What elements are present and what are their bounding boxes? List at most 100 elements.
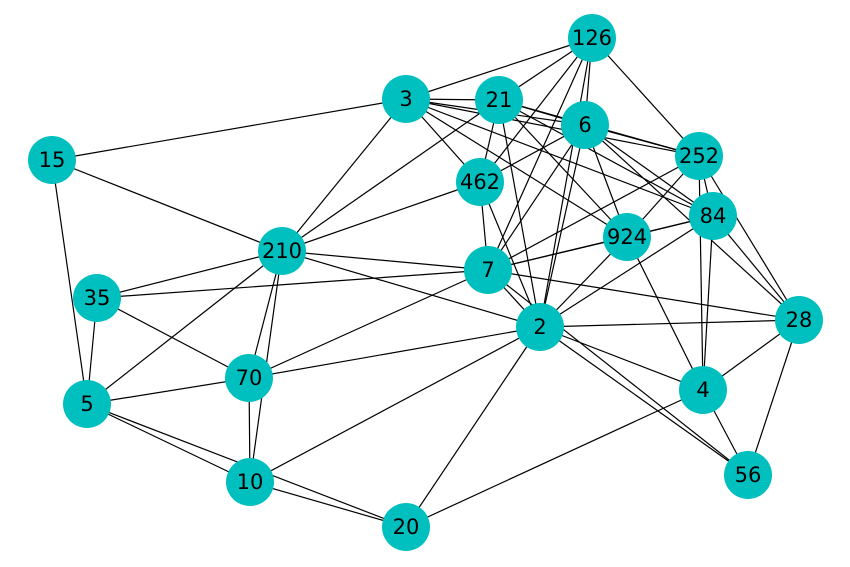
node-circle-35 (73, 274, 121, 322)
node-label-126: 126 (572, 26, 612, 50)
edge-70-5 (86, 377, 250, 405)
node-28: 28 (775, 296, 823, 344)
node-20: 20 (382, 503, 430, 551)
edge-126-2 (539, 37, 593, 328)
edge-2-10 (249, 326, 541, 483)
node-circle-84 (689, 192, 737, 240)
node-label-7: 7 (481, 258, 494, 282)
node-4: 4 (679, 366, 727, 414)
edge-21-924 (498, 99, 628, 238)
node-84: 84 (689, 192, 737, 240)
node-circle-15 (28, 136, 76, 184)
node-label-924: 924 (607, 225, 647, 249)
node-label-2: 2 (533, 315, 546, 339)
node-circle-4 (679, 366, 727, 414)
node-circle-56 (724, 451, 772, 499)
node-10: 10 (226, 458, 274, 506)
node-circle-7 (464, 246, 512, 294)
edge-210-5 (86, 250, 283, 405)
edge-56-7 (487, 269, 749, 476)
node-label-3: 3 (399, 87, 412, 111)
node-21: 21 (475, 76, 523, 124)
node-15: 15 (28, 136, 76, 184)
node-126: 126 (568, 14, 616, 62)
node-label-210: 210 (262, 239, 302, 263)
edge-2-4 (539, 326, 704, 391)
node-circle-252 (675, 132, 723, 180)
edge-462-210 (281, 181, 481, 252)
edge-21-2 (498, 99, 541, 328)
node-2: 2 (516, 303, 564, 351)
edge-7-35 (96, 269, 489, 299)
node-462: 462 (456, 158, 504, 206)
edge-6-2 (539, 124, 586, 328)
edge-5-10 (86, 403, 251, 483)
node-label-15: 15 (39, 148, 66, 172)
edge-924-4 (626, 236, 704, 391)
node-circle-126 (568, 14, 616, 62)
edge-4-20 (405, 389, 704, 528)
node-circle-2 (516, 303, 564, 351)
edge-126-252 (591, 37, 700, 157)
node-circle-924 (603, 213, 651, 261)
node-circle-5 (63, 380, 111, 428)
edge-84-4 (702, 215, 714, 391)
edge-2-70 (248, 326, 541, 379)
node-circle-70 (225, 354, 273, 402)
node-circle-28 (775, 296, 823, 344)
edge-3-210 (281, 98, 407, 252)
node-label-21: 21 (486, 88, 513, 112)
node-label-462: 462 (460, 170, 500, 194)
node-56: 56 (724, 451, 772, 499)
node-210: 210 (258, 227, 306, 275)
node-circle-6 (561, 101, 609, 149)
edge-10-20 (249, 481, 407, 528)
node-label-70: 70 (236, 366, 263, 390)
edge-210-7 (281, 250, 489, 271)
node-35: 35 (73, 274, 121, 322)
edge-252-28 (698, 155, 800, 321)
edge-2-28 (539, 319, 800, 328)
edge-2-56 (539, 326, 749, 476)
node-252: 252 (675, 132, 723, 180)
node-924: 924 (603, 213, 651, 261)
edge-3-924 (405, 98, 628, 238)
node-circle-10 (226, 458, 274, 506)
node-label-35: 35 (84, 286, 111, 310)
node-6: 6 (561, 101, 609, 149)
edge-6-84 (584, 124, 714, 217)
edge-15-210 (51, 159, 283, 252)
node-circle-462 (456, 158, 504, 206)
node-circle-210 (258, 227, 306, 275)
edge-126-7 (487, 37, 593, 271)
node-3: 3 (382, 75, 430, 123)
edge-252-7 (487, 155, 700, 271)
node-circle-20 (382, 503, 430, 551)
node-label-4: 4 (696, 378, 709, 402)
node-70: 70 (225, 354, 273, 402)
edge-126-3 (405, 37, 593, 100)
node-label-5: 5 (80, 392, 93, 416)
node-circle-21 (475, 76, 523, 124)
edge-3-252 (405, 98, 700, 157)
edge-28-56 (747, 319, 800, 476)
node-label-20: 20 (393, 515, 420, 539)
node-label-28: 28 (786, 308, 813, 332)
edge-35-70 (96, 297, 250, 379)
edge-252-4 (698, 155, 704, 391)
node-label-6: 6 (578, 113, 591, 137)
edge-7-28 (487, 269, 800, 321)
edge-210-35 (96, 250, 283, 299)
node-label-84: 84 (700, 204, 727, 228)
node-label-252: 252 (679, 144, 719, 168)
edge-3-15 (51, 98, 407, 161)
edge-3-84 (405, 98, 714, 217)
edge-21-210 (281, 99, 500, 252)
edge-2-20 (405, 326, 541, 528)
graph-nodes: 126 3 21 6 252 15 462 84 924 210 7 35 2 28 70 5 4 10 56 20 (28, 14, 823, 551)
node-5: 5 (63, 380, 111, 428)
node-label-10: 10 (237, 470, 264, 494)
edge-210-2 (281, 250, 541, 328)
node-circle-3 (382, 75, 430, 123)
